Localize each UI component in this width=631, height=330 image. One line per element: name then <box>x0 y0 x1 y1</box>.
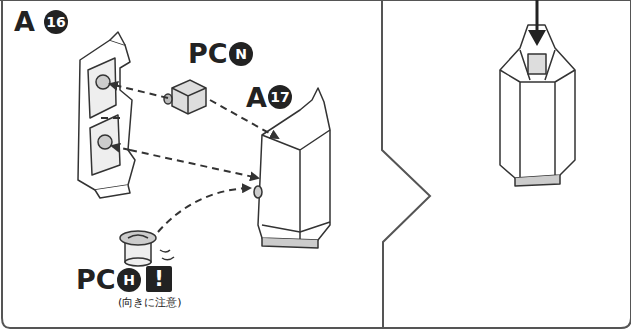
warning-icon: ! <box>146 266 172 292</box>
part-letter: PC <box>76 266 116 293</box>
part-letter: A <box>246 84 267 111</box>
callout-number: H <box>117 268 141 292</box>
note-text: (向きに注意) <box>118 297 182 308</box>
part-letter: A <box>14 8 35 35</box>
part-letter: PC <box>188 40 228 67</box>
callout-number: 16 <box>44 10 68 34</box>
callout-number: 17 <box>268 85 292 109</box>
callout-number: N <box>229 42 253 66</box>
